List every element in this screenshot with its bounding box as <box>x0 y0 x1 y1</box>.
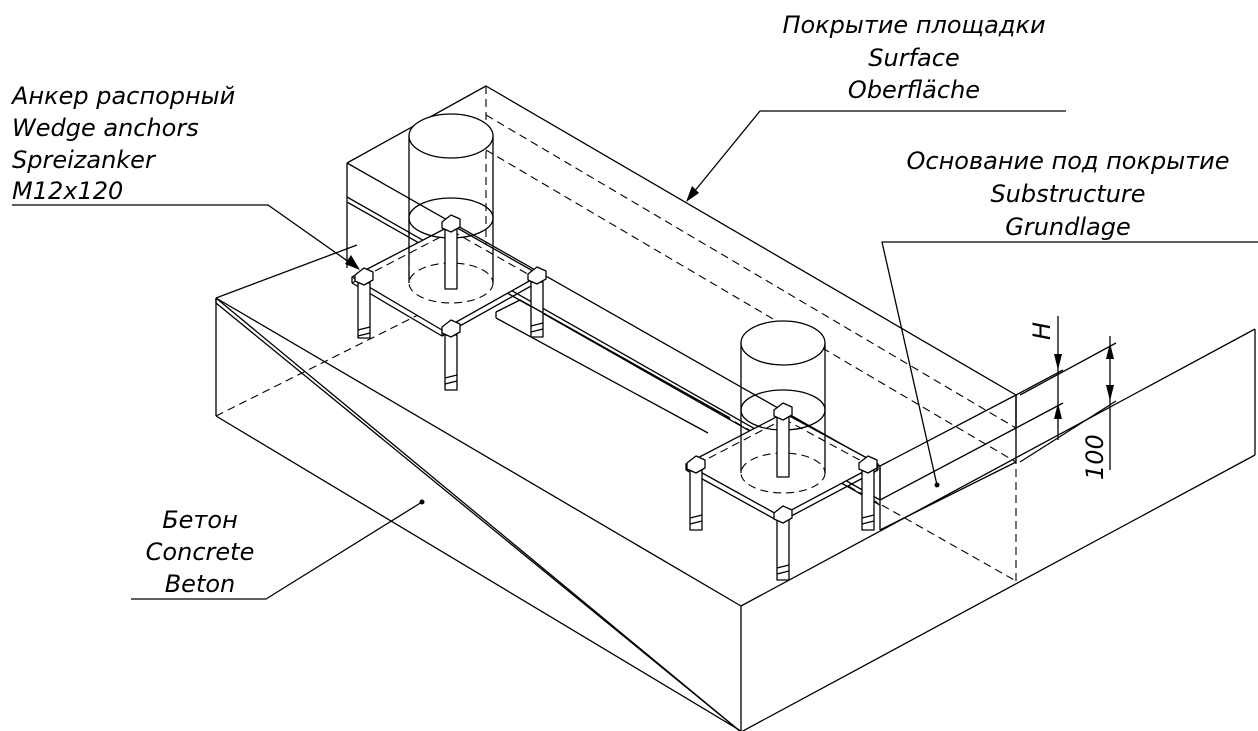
anchor-bolt <box>441 214 461 290</box>
label-surface-ru: Покрытие площадки <box>782 11 1045 39</box>
anchor-bolt <box>527 266 547 338</box>
bollard-right <box>740 320 826 494</box>
label-surface-de: Oberfläche <box>848 76 980 104</box>
anchor-bolt <box>773 505 793 581</box>
label-anchor-ru: Анкер распорный <box>10 82 235 110</box>
anchor-bolt <box>858 455 878 531</box>
label-substructure-ru: Основание под покрытие <box>907 147 1230 175</box>
label-concrete-en: Concrete <box>146 538 255 566</box>
leader-lines <box>12 110 1258 600</box>
label-concrete-de: Beton <box>165 570 236 598</box>
label-substructure: Основание под покрытие Substructure Grun… <box>907 147 1230 241</box>
anchor-bolts <box>354 214 878 581</box>
anchor-bolt <box>773 402 793 478</box>
label-surface-en: Surface <box>868 44 959 72</box>
anchor-bolt <box>686 455 706 531</box>
label-anchor-size: M12x120 <box>12 177 123 205</box>
label-concrete: Бетон Concrete Beton <box>146 506 255 598</box>
dimension-h-label: H <box>1028 322 1056 340</box>
label-substructure-en: Substructure <box>990 180 1145 208</box>
connecting-strip <box>495 299 731 434</box>
label-anchor: Анкер распорный Wedge anchors Spreizanke… <box>10 82 235 205</box>
anchor-bolt <box>441 319 461 391</box>
label-anchor-de: Spreizanker <box>12 146 157 174</box>
anchor-bolt <box>354 267 374 339</box>
label-anchor-en: Wedge anchors <box>12 114 199 142</box>
label-concrete-ru: Бетон <box>162 506 238 534</box>
dimension-lines <box>1015 316 1117 470</box>
dimension-100-label: 100 <box>1081 434 1109 480</box>
label-substructure-de: Grundlage <box>1005 213 1131 241</box>
label-surface: Покрытие площадки Surface Oberfläche <box>782 11 1045 104</box>
